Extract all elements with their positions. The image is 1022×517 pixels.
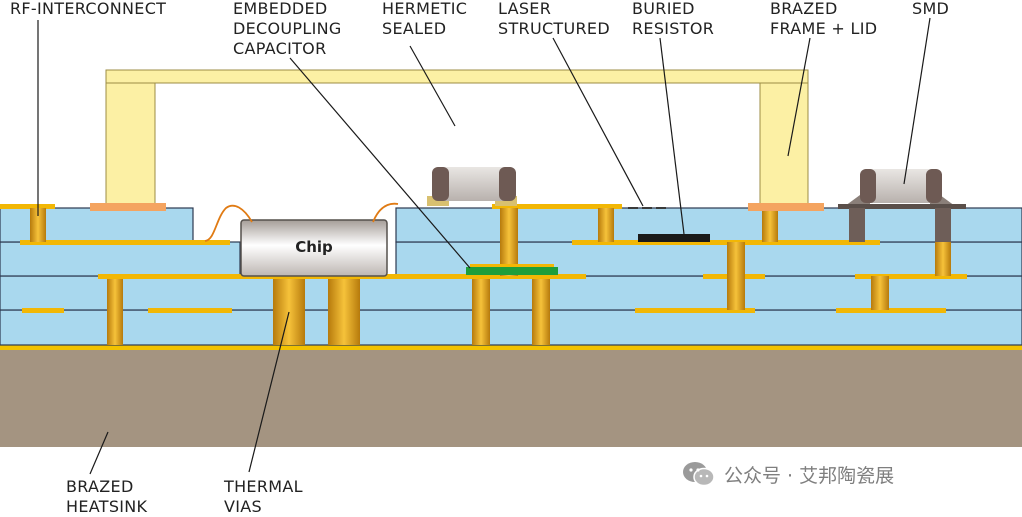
label-brazed-heatsink: BRAZED HEATSINK [66,477,147,517]
label-line: CAPACITOR [233,39,327,58]
label-buried-resistor: BURIED RESISTOR [632,0,714,39]
label-embedded-capacitor: EMBEDDED DECOUPLING CAPACITOR [233,0,342,59]
label-line: LASER [498,0,552,18]
label-line: STRUCTURED [498,19,610,38]
frame-braze-pad [90,203,166,211]
conductor-traces [0,204,967,313]
via [727,242,745,310]
component-terminal [499,167,516,201]
chip-label: Chip [295,238,333,256]
via [762,208,778,242]
label-line: RF-INTERCONNECT [10,0,167,18]
thermal-via [107,279,123,345]
label-rf-interconnect: RF-INTERCONNECT [10,0,166,19]
watermark-text: 公众号 · 艾邦陶瓷展 [724,464,895,487]
capacitor-electrode [470,264,554,267]
smd-component [860,169,942,203]
buried-resistor [638,234,710,242]
via [532,279,550,345]
decoupling-capacitor [466,267,558,275]
label-line: SEALED [382,19,447,38]
ceramic-substrate [0,207,1022,346]
via [472,279,490,345]
sealed-component [432,167,516,201]
bond-wires [204,202,399,242]
via [935,242,951,276]
component-terminal [860,169,876,203]
chip [240,219,388,277]
label-line: VIAS [224,497,262,516]
label-line: BRAZED [770,0,838,18]
label-smd: SMD [912,0,949,19]
laser-structured-lines [628,207,666,209]
label-line: BURIED [632,0,695,18]
component-terminal [926,169,942,203]
leader-lines [37,17,931,475]
label-line: DECOUPLING [233,19,342,38]
label-line: HEATSINK [66,497,148,516]
label-line: EMBEDDED [233,0,328,18]
label-thermal-vias: THERMAL VIAS [224,477,303,517]
label-brazed-frame-lid: BRAZED FRAME + LID [770,0,877,39]
heatsink [0,350,1022,447]
label-line: HERMETIC [382,0,468,18]
heatsink-braze-layer [0,345,1022,350]
label-hermetic-sealed: HERMETIC SEALED [382,0,467,39]
thermal-via [328,279,360,345]
label-line: BRAZED [66,477,134,496]
vias [30,208,951,345]
label-line: FRAME + LID [770,19,878,38]
label-line: SMD [912,0,950,18]
label-line: RESISTOR [632,19,715,38]
wechat-icon [683,462,715,487]
frame-braze-pad [748,203,824,211]
component-terminal [432,167,449,201]
rf-via [30,208,46,242]
via [598,208,614,242]
label-line: THERMAL [224,477,303,496]
smd-via [849,208,865,242]
smd-pad [838,204,966,209]
via [871,276,889,310]
label-laser-structured: LASER STRUCTURED [498,0,610,39]
via [500,208,518,276]
smd-via [935,208,951,242]
watermark: 公众号 · 艾邦陶瓷展 [682,459,894,489]
